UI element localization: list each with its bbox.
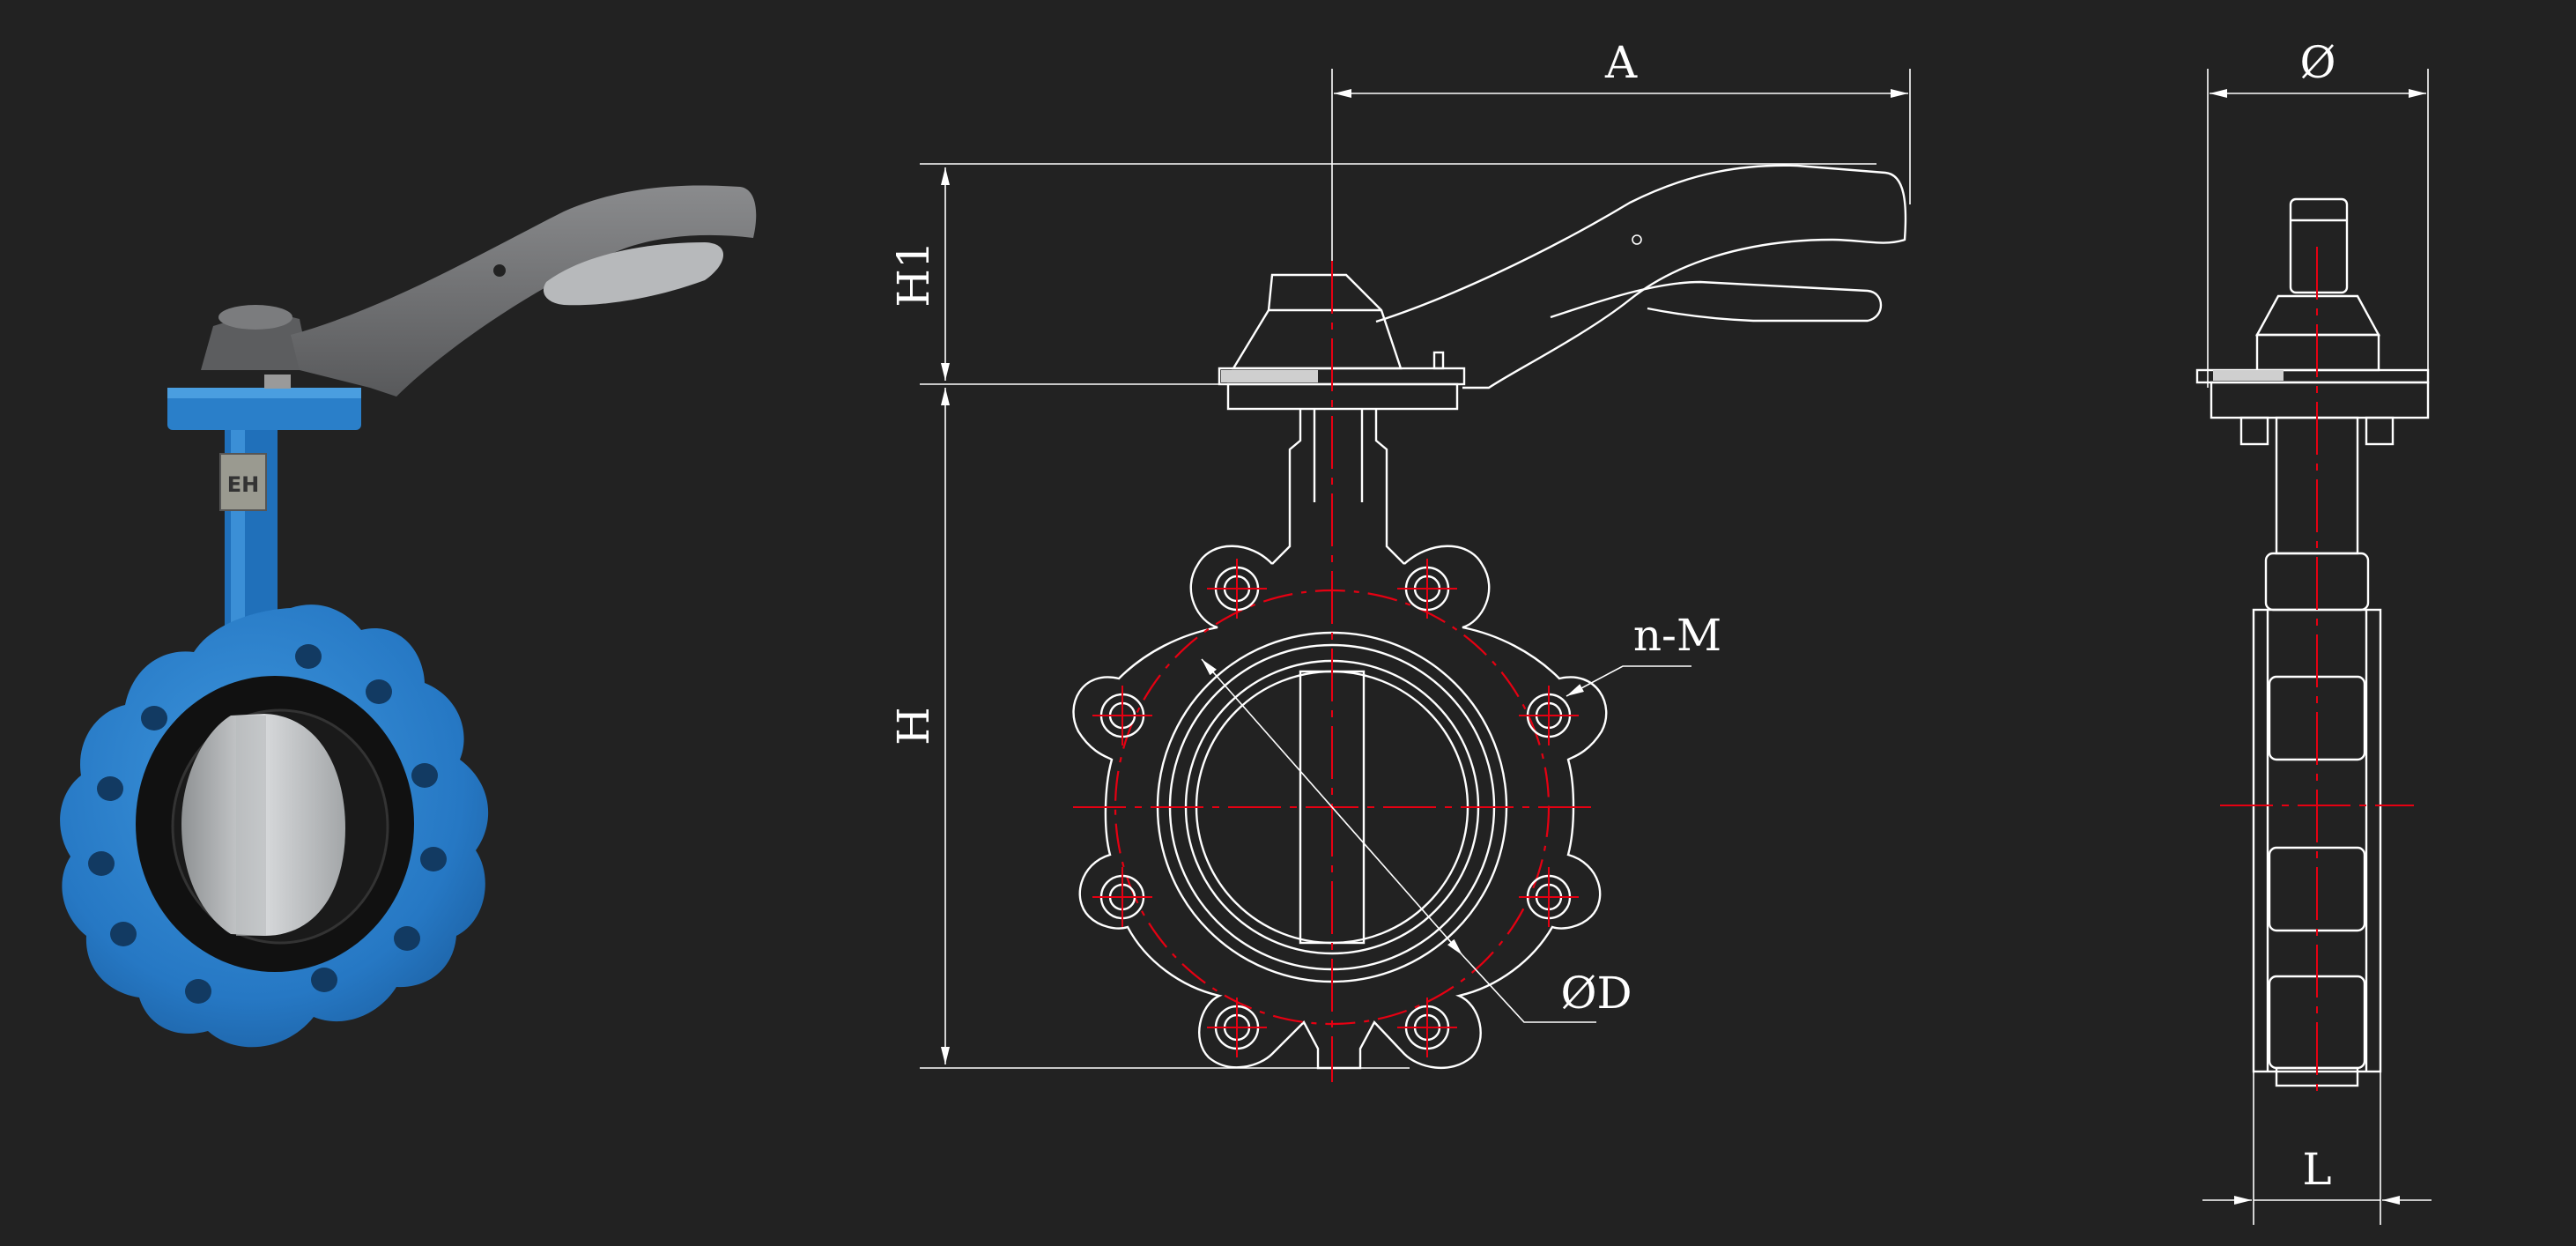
label-h1: H1 [888,241,939,307]
label-l: L [2302,1144,2331,1195]
plate-text: EH [227,472,259,497]
label-h: H [888,707,939,745]
label-n-m: n-M [1633,610,1721,661]
name-plate: EH [219,453,267,511]
bolt-centerlines [1092,559,1579,1057]
bolt-holes [88,644,447,1004]
lug-outline [1072,545,1608,1070]
valve-front-elevation-drawing: A H1 H n-M ØD [888,37,1911,1082]
dimension-phid [1201,658,1463,956]
lever-outline [1375,164,1907,389]
lug-butterfly-valve-photo: EH [60,185,757,1048]
valve-side-elevation-drawing: Ø L [2195,37,2432,1225]
label-a: A [1604,37,1638,88]
label-phi: Ø [2300,37,2336,88]
handle-grip [543,242,724,306]
handle-lever [291,185,757,397]
label-phi-d: ØD [1560,968,1632,1019]
